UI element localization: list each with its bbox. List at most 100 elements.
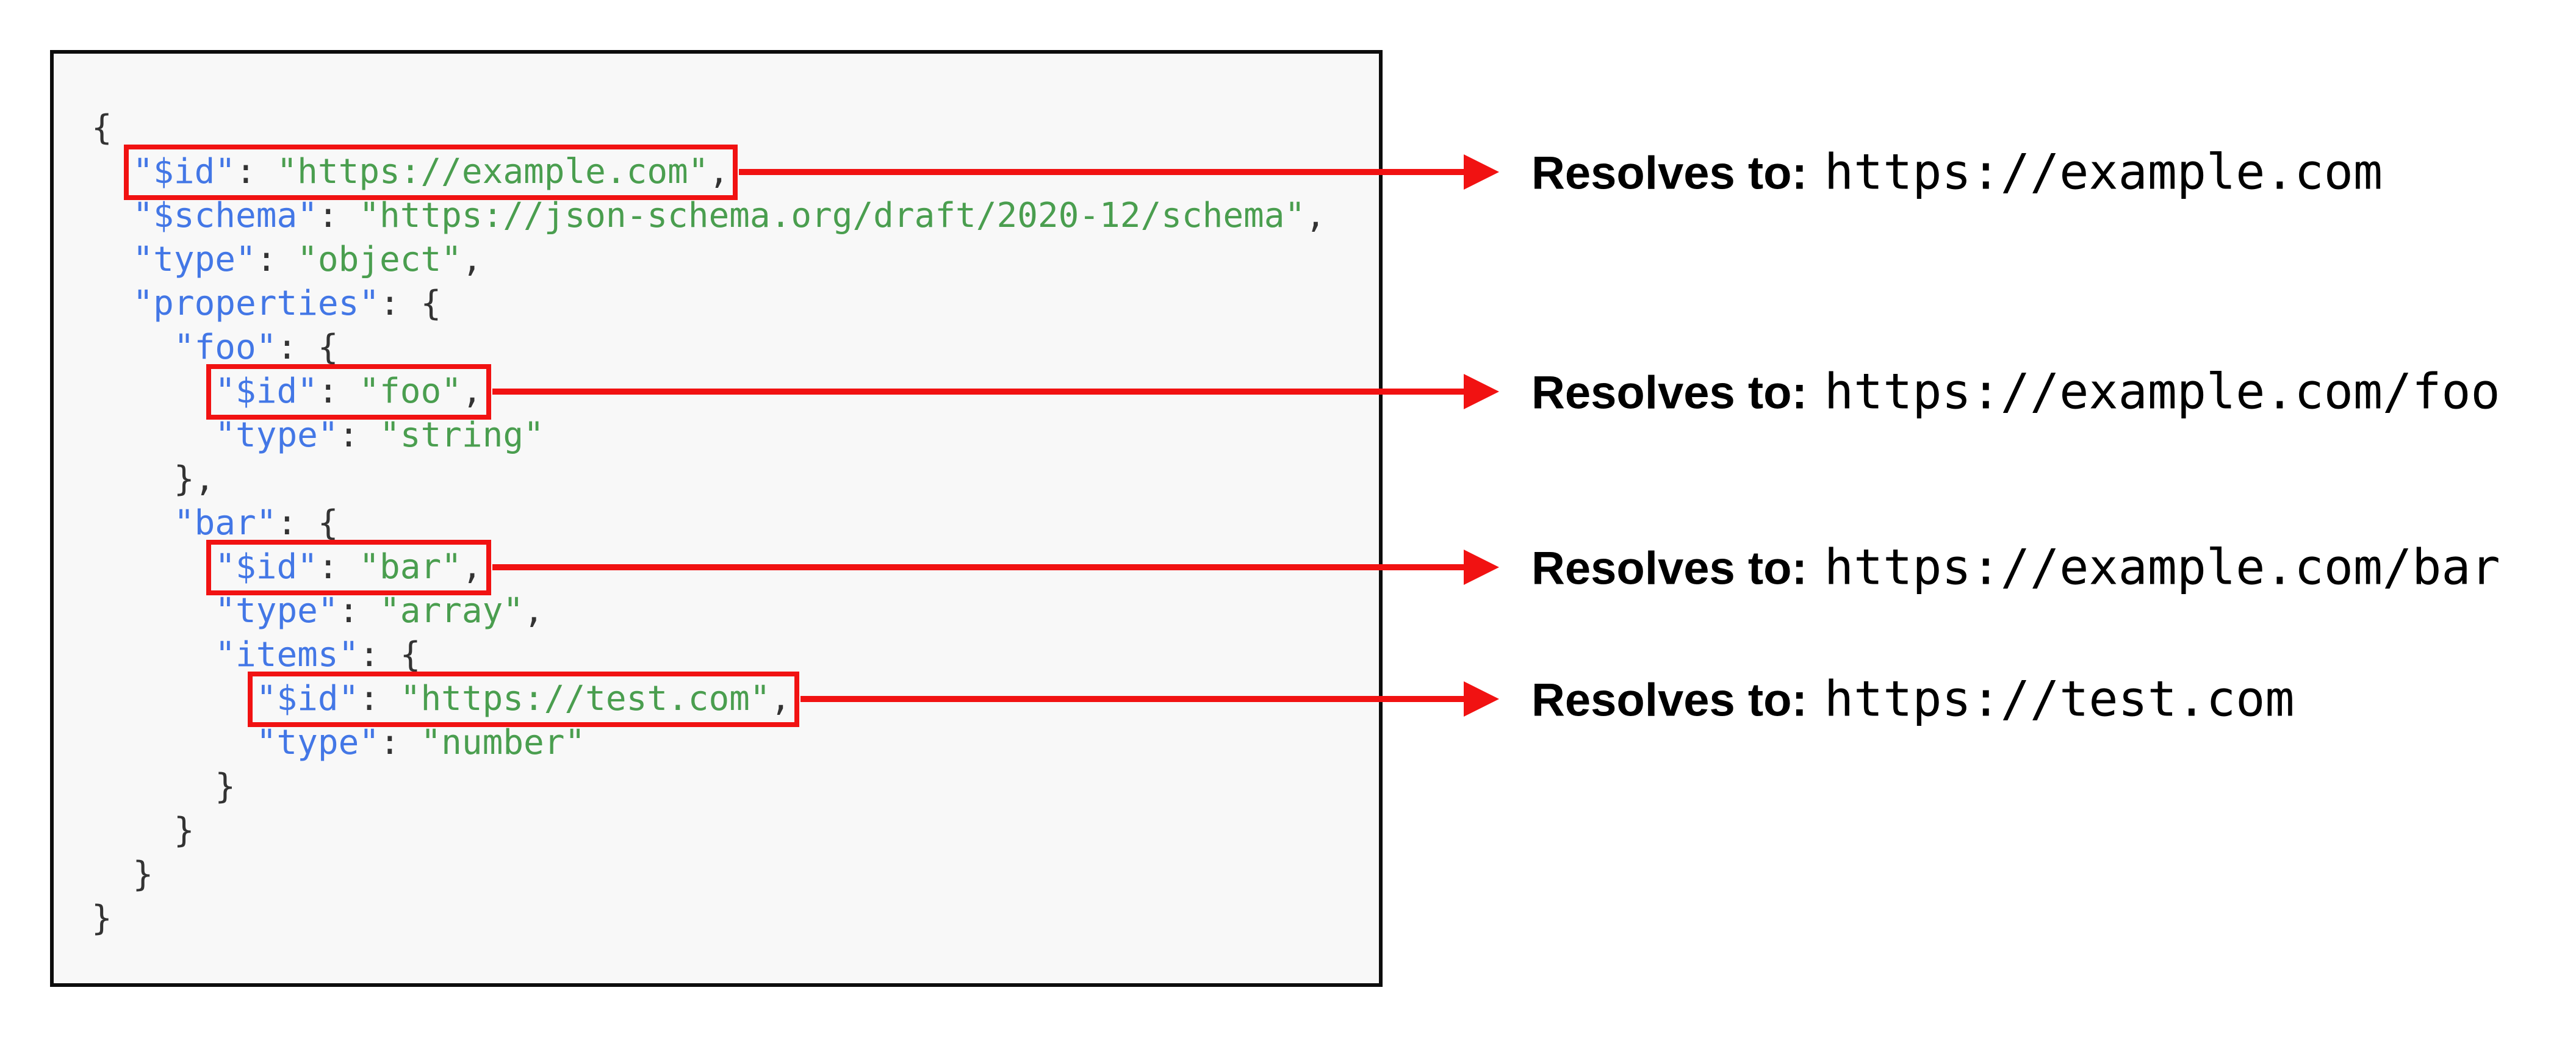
- code-line: }: [92, 897, 1379, 941]
- code-line: }: [92, 853, 1379, 897]
- indent-whitespace: [92, 415, 215, 455]
- code-token: ,: [461, 240, 483, 279]
- indent-whitespace: [92, 811, 174, 850]
- code-token: }: [173, 811, 195, 850]
- code-line: "$schema": "https://json-schema.org/draf…: [92, 194, 1379, 238]
- code-line: "foo": {: [92, 326, 1379, 370]
- code-token: "https://example.com": [276, 152, 709, 192]
- code-token: "type": [215, 591, 339, 631]
- code-token: {: [92, 108, 112, 148]
- code-token: "https://test.com": [400, 679, 771, 719]
- code-token: ,: [770, 679, 791, 719]
- note-url: https://example.com/foo: [1824, 363, 2500, 420]
- json-schema-code-panel: { "$id": "https://example.com", "$schema…: [50, 50, 1383, 987]
- indent-whitespace: [92, 284, 132, 323]
- code-token: "type": [215, 415, 339, 455]
- code-token: "$schema": [132, 196, 318, 235]
- resolves-arrow: [801, 681, 1499, 717]
- code-token: :: [256, 240, 298, 279]
- code-token: :: [317, 196, 359, 235]
- code-line: },: [92, 457, 1379, 501]
- code-token: "items": [215, 635, 359, 675]
- code-token: "array": [380, 591, 524, 631]
- code-token: },: [173, 459, 215, 499]
- code-token: }: [132, 855, 154, 894]
- indent-whitespace: [92, 723, 256, 762]
- indent-whitespace: [92, 503, 174, 543]
- highlight-box: "$id": "bar",: [206, 540, 491, 595]
- code-token: }: [215, 767, 236, 806]
- indent-whitespace: [92, 152, 132, 192]
- code-line: "type": "number": [92, 721, 1379, 765]
- code-line: }: [92, 765, 1379, 809]
- code-token: :: [317, 371, 359, 411]
- indent-whitespace: [92, 371, 215, 411]
- code-token: "type": [256, 723, 380, 762]
- code-token: : {: [380, 284, 442, 323]
- code-token: :: [380, 723, 421, 762]
- note-url: https://example.com/bar: [1824, 539, 2500, 596]
- arrowhead-icon: [1464, 374, 1499, 409]
- code-token: "object": [297, 240, 462, 279]
- code-token: ,: [461, 547, 483, 587]
- arrowhead-icon: [1464, 681, 1499, 717]
- code-token: "bar": [173, 503, 277, 543]
- code-token: "foo": [359, 371, 462, 411]
- indent-whitespace: [92, 328, 174, 367]
- resolves-note: Resolves to: https://example.com/bar: [1531, 539, 2500, 596]
- code-token: : {: [276, 328, 339, 367]
- code-token: ,: [1305, 196, 1326, 235]
- resolves-arrow: [492, 550, 1499, 585]
- indent-whitespace: [92, 196, 132, 235]
- code-token: "$id": [215, 547, 318, 587]
- code-token: "foo": [173, 328, 277, 367]
- code-token: ,: [708, 152, 730, 192]
- code-line: "type": "object",: [92, 238, 1379, 282]
- code-line: "type": "string": [92, 414, 1379, 457]
- note-label: Resolves to:: [1531, 147, 1807, 199]
- indent-whitespace: [92, 635, 215, 675]
- code-token: "$id": [132, 152, 236, 192]
- code-token: : {: [276, 503, 339, 543]
- note-label: Resolves to:: [1531, 674, 1807, 726]
- indent-whitespace: [92, 679, 256, 719]
- code-line: "properties": {: [92, 282, 1379, 326]
- indent-whitespace: [92, 240, 132, 279]
- code-token: "string": [380, 415, 544, 455]
- resolves-note: Resolves to: https://example.com/foo: [1531, 364, 2500, 420]
- code-token: :: [338, 591, 380, 631]
- code-line: "items": {: [92, 633, 1379, 677]
- resolves-arrow: [739, 154, 1499, 190]
- indent-whitespace: [92, 591, 215, 631]
- arrowhead-icon: [1464, 154, 1499, 190]
- code-token: ,: [523, 591, 544, 631]
- highlight-box: "$id": "https://example.com",: [124, 145, 738, 200]
- code-token: ,: [461, 371, 483, 411]
- code-token: "properties": [132, 284, 380, 323]
- code-block: { "$id": "https://example.com", "$schema…: [54, 54, 1379, 941]
- indent-whitespace: [92, 547, 215, 587]
- arrowhead-icon: [1464, 550, 1499, 585]
- code-line: {: [92, 106, 1379, 150]
- code-token: "bar": [359, 547, 462, 587]
- note-label: Resolves to:: [1531, 367, 1807, 419]
- note-url: https://example.com: [1824, 143, 2383, 201]
- code-token: : {: [359, 635, 421, 675]
- resolves-arrow: [492, 374, 1499, 409]
- note-label: Resolves to:: [1531, 542, 1807, 595]
- code-token: :: [236, 152, 277, 192]
- code-token: "number": [420, 723, 586, 762]
- code-line: "type": "array",: [92, 589, 1379, 633]
- highlight-box: "$id": "https://test.com",: [247, 672, 800, 727]
- code-token: "type": [132, 240, 256, 279]
- resolves-note: Resolves to: https://example.com: [1531, 144, 2383, 201]
- indent-whitespace: [92, 855, 132, 894]
- code-token: :: [359, 679, 400, 719]
- indent-whitespace: [92, 767, 215, 806]
- code-line: }: [92, 809, 1379, 853]
- code-token: "$id": [215, 371, 318, 411]
- code-line: "bar": {: [92, 501, 1379, 545]
- code-token: "$id": [256, 679, 359, 719]
- note-url: https://test.com: [1824, 670, 2295, 728]
